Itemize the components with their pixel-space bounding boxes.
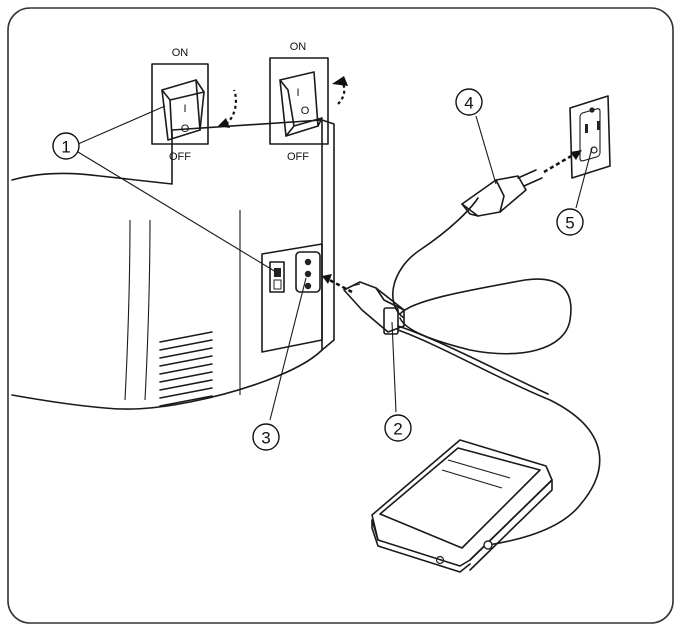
callout-4-number: 4 (464, 94, 473, 113)
callout-2-number: 2 (393, 420, 402, 439)
power-cord (391, 197, 572, 355)
diagram-frame (7, 7, 674, 624)
callout-leaders (77, 105, 593, 421)
foot-control-cord (397, 329, 601, 546)
wall-outlet (569, 95, 611, 179)
switch-right-on-label: ON (290, 41, 307, 53)
callout-5-number: 5 (565, 214, 574, 233)
switch-right-off-mark: O (301, 105, 310, 117)
callout-2: 2 (384, 414, 412, 442)
switch-left-off-mark: O (181, 123, 190, 135)
callout-5: 5 (556, 208, 584, 236)
callout-3: 3 (252, 423, 280, 451)
insert-arrow-outlet (543, 150, 582, 174)
air-vent-grille (159, 331, 213, 407)
callout-4: 4 (455, 88, 483, 116)
switch-inset-on: ON I O OFF (151, 47, 237, 163)
switch-left-on-mark: I (183, 103, 186, 115)
machine-power-panel (261, 243, 323, 353)
callout-3-number: 3 (261, 429, 270, 448)
foot-control (371, 439, 553, 573)
switch-right-off-label: OFF (287, 151, 309, 163)
insert-arrow-machine (321, 274, 353, 294)
machine-socket (295, 251, 321, 293)
callout-1-number: 1 (61, 138, 70, 157)
switch-left-on-label: ON (172, 47, 189, 59)
callout-1: 1 (52, 132, 80, 160)
switch-left-off-label: OFF (169, 151, 191, 163)
switch-inset-off: ON I O OFF (269, 41, 348, 163)
wall-plug (461, 169, 543, 217)
switch-right-on-mark: I (296, 87, 299, 99)
